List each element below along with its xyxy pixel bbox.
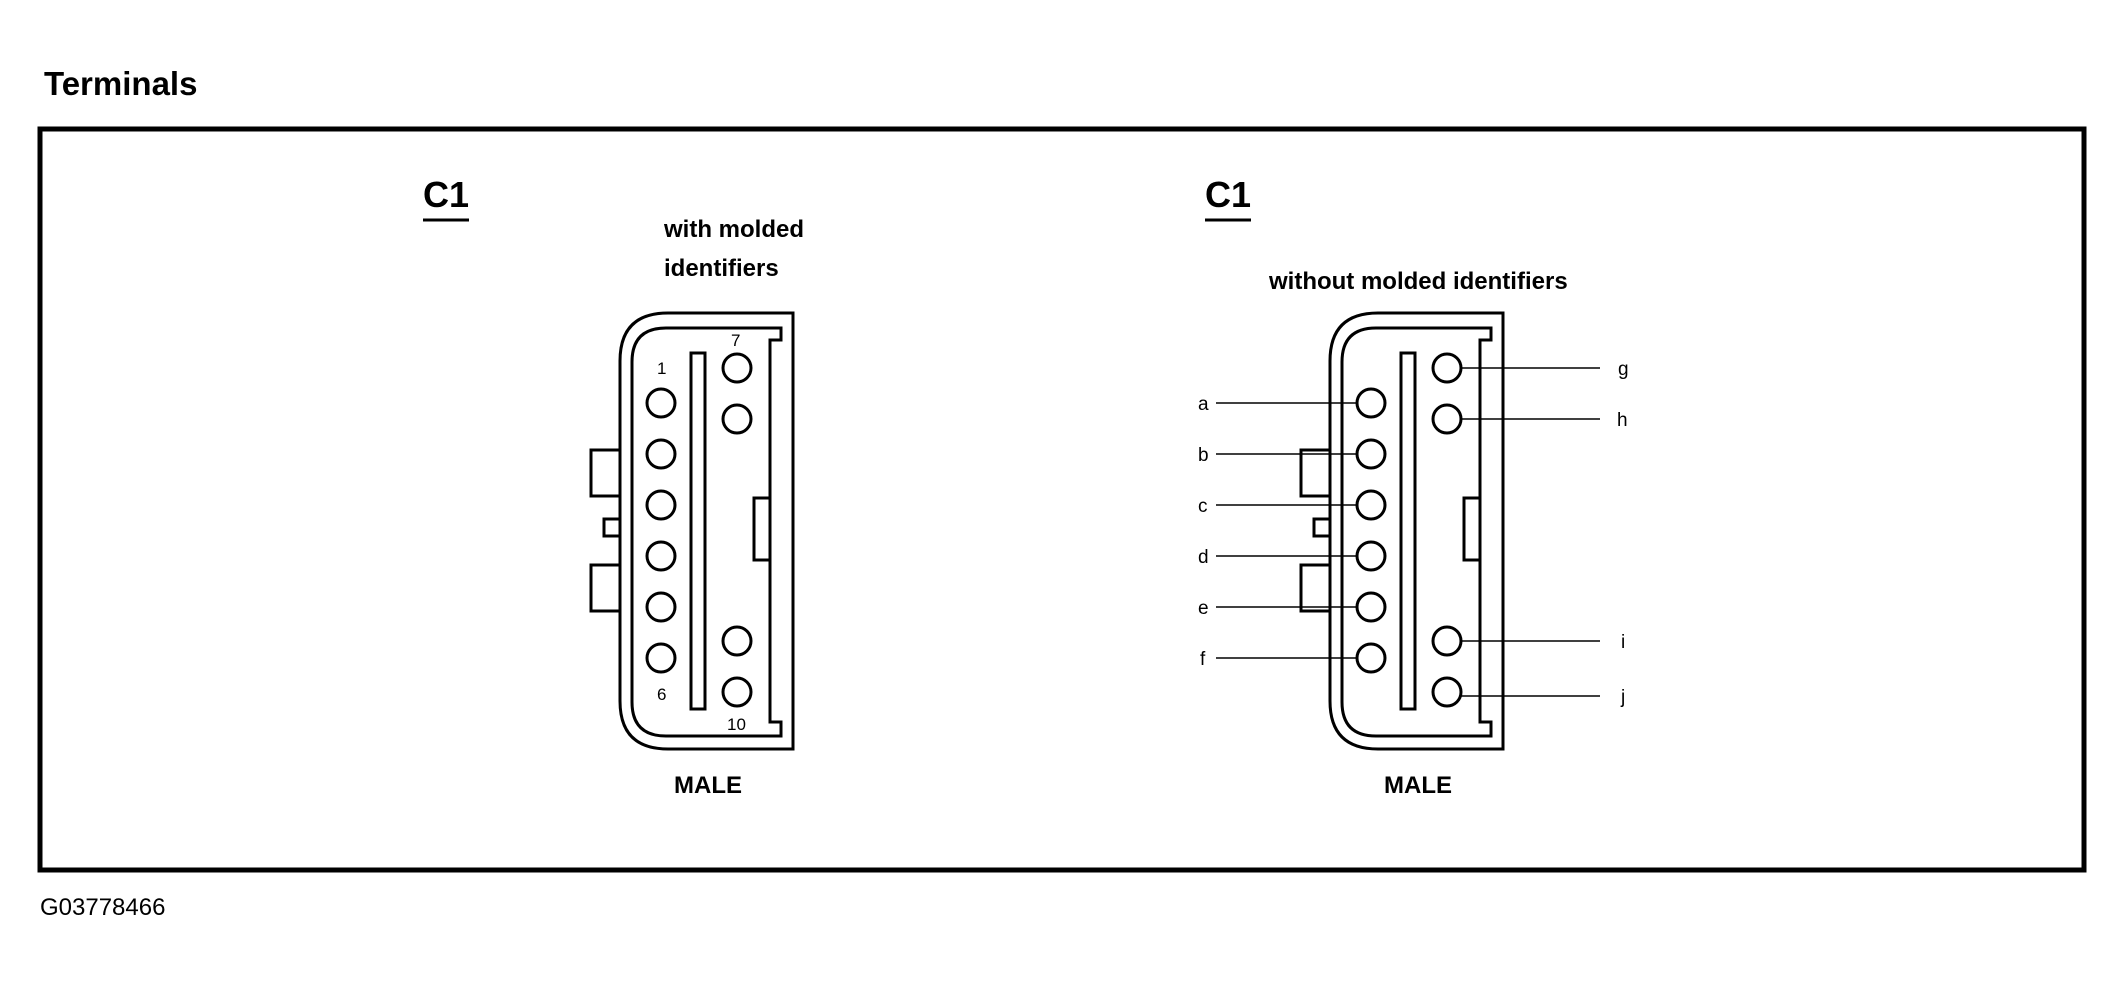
left-pin-label-10: 10 xyxy=(727,715,746,734)
left-terminal-2 xyxy=(645,438,677,470)
left-pin-label-6: 6 xyxy=(657,685,666,704)
left-terminal-4 xyxy=(645,540,677,572)
left-terminal-9 xyxy=(721,625,753,657)
left-terminal-1 xyxy=(645,387,677,419)
right-terminal-d xyxy=(1355,540,1387,572)
right-terminal-b xyxy=(1355,438,1387,470)
left-terminal-5 xyxy=(645,591,677,623)
figure-id: G03778466 xyxy=(40,894,166,921)
right-connector-housing xyxy=(1299,311,1505,751)
right-label-c: c xyxy=(1198,496,1208,517)
left-pin-label-7: 7 xyxy=(731,331,740,350)
right-connector-gender: MALE xyxy=(1384,772,1452,799)
right-label-b: b xyxy=(1198,445,1209,466)
right-label-j: j xyxy=(1620,687,1625,708)
right-terminal-h xyxy=(1431,403,1463,435)
right-terminal-e xyxy=(1355,591,1387,623)
left-terminal-6 xyxy=(645,642,677,674)
right-terminal-j xyxy=(1431,676,1463,708)
diagram-frame xyxy=(37,126,2087,873)
left-connector-housing xyxy=(589,311,795,751)
left-connector: C1 with molded identifiers 1 6 7 xyxy=(423,174,804,799)
right-terminal-a xyxy=(1355,387,1387,419)
right-connector-label: C1 xyxy=(1205,174,1251,215)
right-label-h: h xyxy=(1617,410,1628,431)
right-connector-terminals xyxy=(1355,352,1463,708)
right-label-a: a xyxy=(1198,394,1209,415)
left-connector-subtitle-line1: with molded xyxy=(663,216,804,243)
page-title: Terminals xyxy=(44,65,198,102)
left-connector-terminals xyxy=(645,352,753,708)
left-connector-label: C1 xyxy=(423,174,469,215)
right-label-e: e xyxy=(1198,598,1209,619)
right-label-f: f xyxy=(1200,649,1206,670)
right-connector: C1 without molded identifiers xyxy=(1198,174,1629,799)
right-terminal-g xyxy=(1431,352,1463,384)
right-connector-subtitle: without molded identifiers xyxy=(1268,268,1568,295)
left-connector-subtitle-line2: identifiers xyxy=(664,255,779,282)
left-terminal-3 xyxy=(645,489,677,521)
left-terminal-8 xyxy=(721,403,753,435)
right-terminal-f xyxy=(1355,642,1387,674)
right-connector-leader-lines xyxy=(1216,367,1600,697)
right-label-g: g xyxy=(1618,359,1629,380)
left-terminal-10 xyxy=(721,676,753,708)
left-connector-gender: MALE xyxy=(674,772,742,799)
right-terminal-i xyxy=(1431,625,1463,657)
right-terminal-c xyxy=(1355,489,1387,521)
right-label-d: d xyxy=(1198,547,1209,568)
right-label-i: i xyxy=(1621,632,1625,653)
left-pin-label-1: 1 xyxy=(657,359,666,378)
left-terminal-7 xyxy=(721,352,753,384)
